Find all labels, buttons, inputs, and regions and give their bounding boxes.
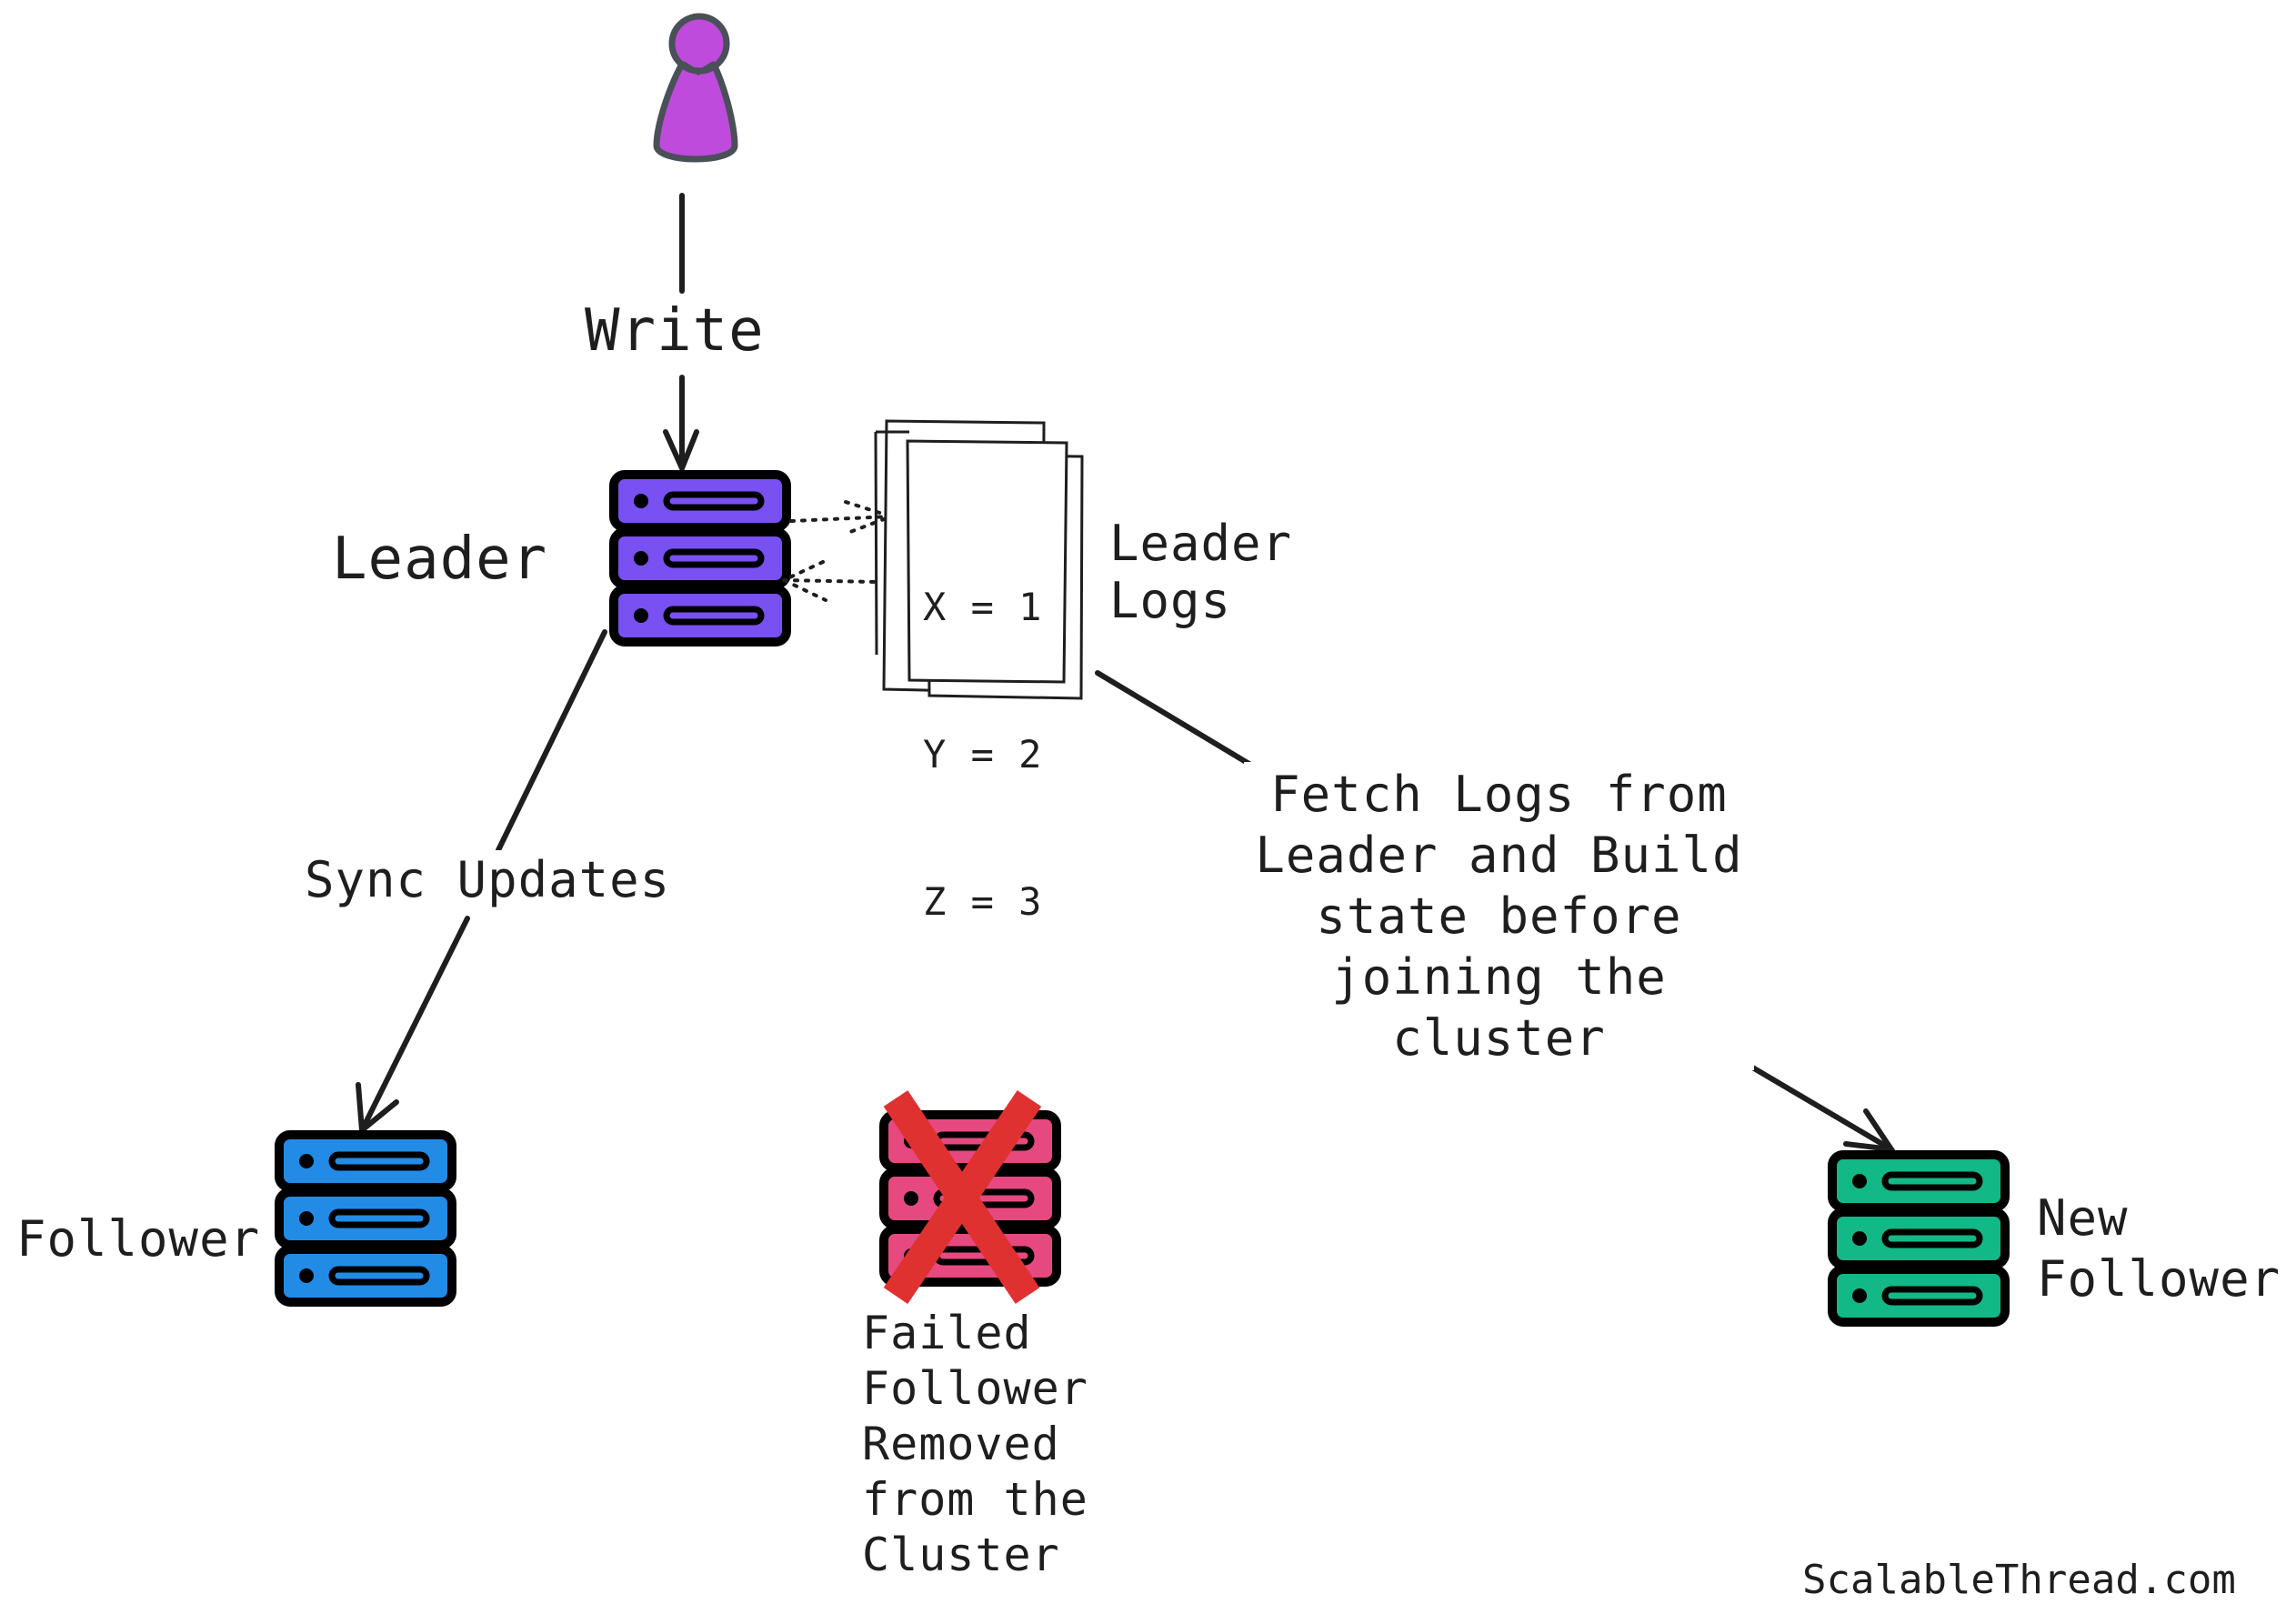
log-entry-z: Z = 3 [923, 879, 1043, 924]
document-stack-icon [874, 419, 1084, 700]
log-entry-y: Y = 2 [923, 732, 1043, 777]
follower-label: Follower [16, 1210, 261, 1268]
follower-server-icon [279, 1135, 452, 1302]
write-arrow [663, 193, 699, 476]
leader-server-icon [614, 475, 787, 642]
sync-updates-label: Sync Updates [297, 850, 678, 911]
new-follower-label: New Follower [2037, 1189, 2281, 1308]
new-follower-server-icon [1832, 1155, 2005, 1322]
failed-follower-label: Failed Follower Removed from the Cluster [862, 1307, 1088, 1581]
log-entries: X = 1 Y = 2 Z = 3 [923, 485, 1042, 976]
user-icon [653, 13, 738, 163]
write-label: Write [577, 296, 772, 367]
fetch-logs-label: Fetch Logs from Leader and Build state b… [1244, 762, 1754, 1070]
leader-label: Leader [332, 526, 548, 593]
log-entry-x: X = 1 [923, 585, 1043, 629]
sync-updates-arrow [356, 629, 607, 1136]
x-cross-icon [883, 1090, 1042, 1304]
watermark: ScalableThread.com [1802, 1557, 2236, 1603]
leader-logs-label: Leader Logs [1109, 515, 1293, 629]
fetch-logs-arrow [1095, 670, 1898, 1153]
